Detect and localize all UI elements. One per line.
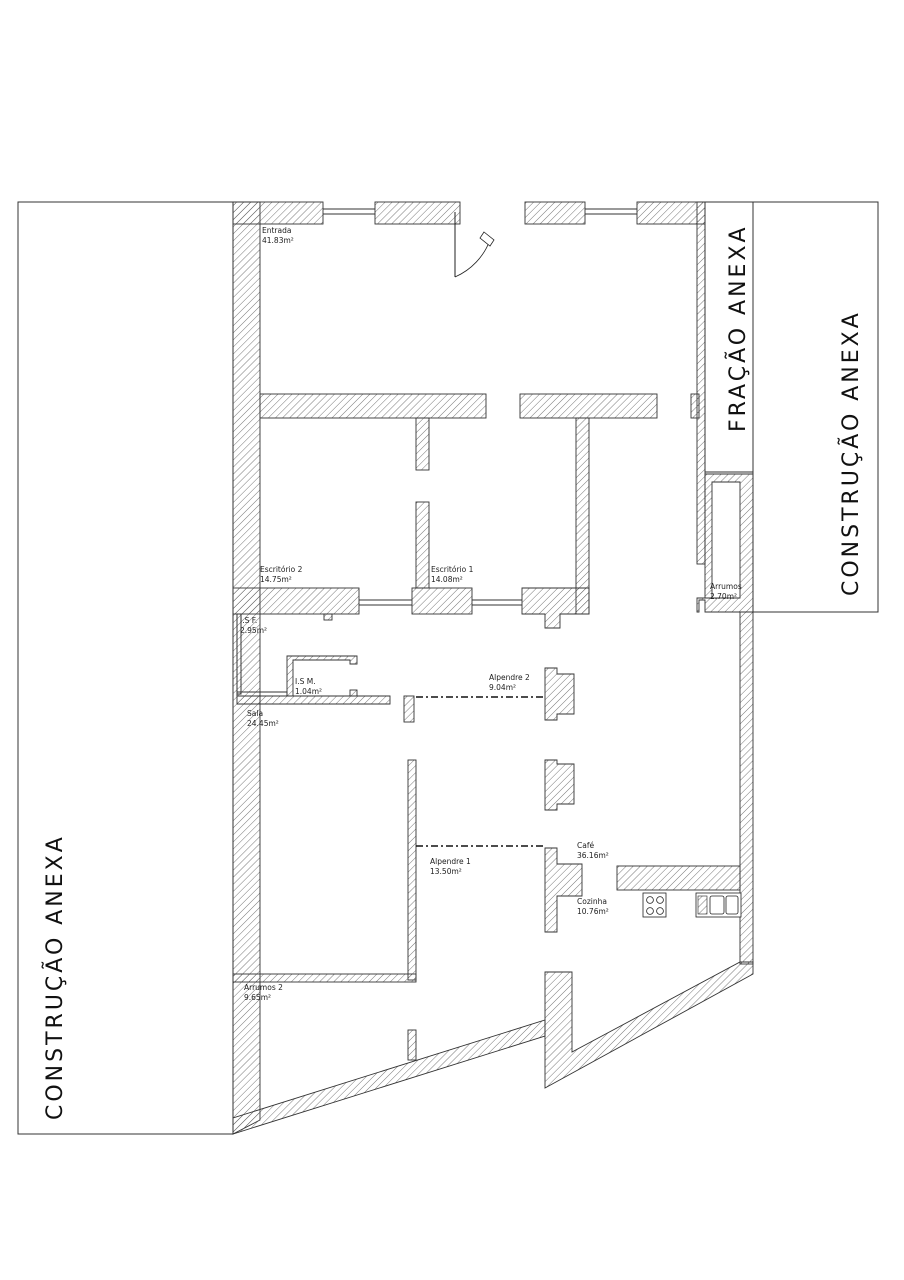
door-swing-icon — [454, 212, 495, 278]
outer-wall-bottom — [232, 1019, 546, 1135]
right-wall-upper — [696, 201, 706, 565]
interior-wall — [259, 393, 487, 419]
svg-text:41.83m²: 41.83m² — [262, 236, 294, 245]
interior-wall — [232, 973, 417, 983]
svg-text:24.45m²: 24.45m² — [247, 719, 279, 728]
stove-icon — [642, 892, 667, 918]
svg-text:2.95m²: 2.95m² — [240, 626, 267, 635]
interior-wall — [407, 759, 417, 981]
svg-text:Sala: Sala — [247, 709, 263, 718]
interior-wall — [411, 587, 473, 615]
svg-text:Entrada: Entrada — [262, 226, 291, 235]
porch-column — [544, 847, 583, 933]
svg-text:Escritório 2: Escritório 2 — [260, 565, 303, 574]
interior-wall — [232, 587, 360, 615]
svg-text:I.S M.: I.S M. — [295, 677, 316, 686]
room-is-f: I.S F. 2.95m² — [240, 616, 267, 635]
interior-wall — [519, 393, 658, 419]
room-cafe: Café 36.16m² — [577, 841, 609, 860]
room-cozinha: Cozinha 10.76m² — [577, 897, 609, 916]
interior-wall — [575, 417, 590, 615]
top-right-annex-label: FRAÇÃO ANEXA — [724, 224, 751, 432]
porch-column — [544, 667, 575, 721]
room-entrada: Entrada 41.83m² — [262, 226, 294, 245]
svg-text:I.S F.: I.S F. — [240, 616, 257, 625]
svg-text:14.75m²: 14.75m² — [260, 575, 292, 584]
room-arrumos-2: Arrumos 2 9.65m² — [244, 983, 283, 1002]
kitchen-wall — [616, 865, 741, 891]
svg-text:9.65m²: 9.65m² — [244, 993, 271, 1002]
facade-pier — [374, 201, 461, 225]
interior-wall — [407, 1029, 417, 1061]
right-annex-building — [752, 201, 879, 613]
svg-text:1.04m²: 1.04m² — [295, 687, 322, 696]
interior-wall — [521, 587, 590, 629]
svg-text:Escritório 1: Escritório 1 — [431, 565, 474, 574]
room-escritorio-1: Escritório 1 14.08m² — [431, 565, 474, 584]
interior-wall — [415, 501, 430, 589]
svg-text:Alpendre 1: Alpendre 1 — [430, 857, 471, 866]
room-alpendre-2: Alpendre 2 9.04m² — [489, 673, 530, 692]
storage-wall — [696, 473, 754, 613]
facade-pier — [232, 201, 324, 225]
svg-text:Cozinha: Cozinha — [577, 897, 607, 906]
room-arrumos: Arrumos 2.70m² — [710, 582, 742, 601]
room-escritorio-2: Escritório 2 14.75m² — [260, 565, 303, 584]
svg-text:Alpendre 2: Alpendre 2 — [489, 673, 530, 682]
sink-icon — [695, 892, 742, 918]
svg-text:9.04m²: 9.04m² — [489, 683, 516, 692]
svg-text:Arrumos: Arrumos — [710, 582, 742, 591]
svg-text:14.08m²: 14.08m² — [431, 575, 463, 584]
outer-wall-bottom-right — [544, 961, 754, 1089]
left-annex-label: CONSTRUÇÃO ANEXA — [41, 834, 68, 1120]
svg-text:2.70m²: 2.70m² — [710, 592, 737, 601]
facade-pier — [524, 201, 586, 225]
porch-column — [544, 759, 575, 811]
outer-wall-right — [739, 611, 754, 965]
svg-text:13.50m²: 13.50m² — [430, 867, 462, 876]
room-sala: Sala 24.45m² — [247, 709, 279, 728]
interior-wall — [415, 417, 430, 471]
svg-text:10.76m²: 10.76m² — [577, 907, 609, 916]
svg-text:Arrumos 2: Arrumos 2 — [244, 983, 283, 992]
svg-text:36.16m²: 36.16m² — [577, 851, 609, 860]
room-is-m: I.S M. 1.04m² — [295, 677, 322, 696]
toilet-wall — [236, 695, 391, 705]
room-alpendre-1: Alpendre 1 13.50m² — [430, 857, 471, 876]
facade-pier — [636, 201, 706, 225]
right-annex-label: CONSTRUÇÃO ANEXA — [837, 310, 864, 596]
svg-text:Café: Café — [577, 841, 594, 850]
